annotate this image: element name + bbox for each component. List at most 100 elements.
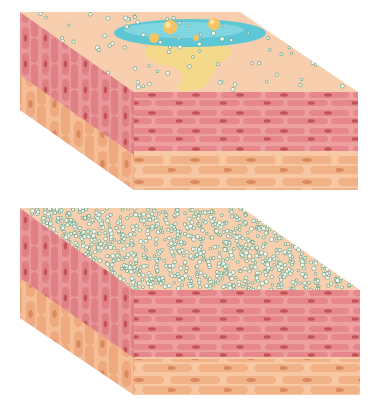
particle [247,281,250,284]
particle [141,278,144,281]
particle [209,257,212,260]
particle [263,252,267,256]
particle [235,276,237,278]
particle [45,16,48,19]
particle [139,270,142,273]
particle [257,227,260,230]
particle [121,208,124,211]
particle [295,279,298,282]
particle [268,48,271,51]
particle [232,231,235,234]
particle [275,73,278,76]
particle [222,262,226,266]
particle [120,267,123,270]
particle [253,265,257,269]
particle [192,257,195,260]
particle [280,53,283,56]
particle [122,258,125,261]
particle [201,211,203,213]
particle [161,231,164,234]
particle [89,13,92,16]
particle [299,255,302,258]
particle [143,223,146,226]
particle [190,221,194,225]
particle [141,273,145,277]
particle [191,247,195,251]
particle [99,227,102,230]
particle [300,252,303,255]
particle [156,70,159,73]
particle [222,285,226,289]
particle [111,271,114,274]
particle [155,259,158,262]
particle [101,220,103,222]
particle [153,255,156,258]
particle [297,269,300,272]
particle [257,286,261,290]
particle [147,236,151,240]
particle [183,223,186,226]
particle [304,257,307,260]
particle [89,252,92,255]
particle [159,250,162,253]
particle [169,242,173,246]
particle [87,235,91,239]
particle [129,270,133,274]
particle [266,257,269,260]
particle [226,235,230,239]
tissue-block-top [20,12,358,190]
particle [168,237,171,240]
particle [247,231,250,234]
particle [78,231,81,234]
particle [173,255,176,258]
particle [30,209,34,213]
particle [192,215,195,218]
particle [222,231,225,234]
particle [260,251,264,255]
particle [47,212,51,216]
particle [174,222,177,225]
particle [165,219,168,222]
particle [56,217,59,220]
particle [159,41,162,44]
particle [149,274,152,277]
particle [69,219,72,222]
particle [219,234,221,236]
particle [255,254,259,258]
particle [93,250,97,254]
particle [123,237,126,240]
particle [116,254,119,257]
particle [273,231,276,234]
particle [273,258,276,261]
particle [209,247,212,250]
particle [239,270,242,273]
particle [58,211,61,214]
particle [252,282,254,284]
particle [221,278,224,281]
particle [291,280,295,284]
particle [241,237,244,240]
particle [48,207,52,211]
particle [268,228,271,231]
particle [192,237,196,241]
particle [207,263,210,266]
particle [239,207,242,210]
particle [203,274,206,277]
particle [190,280,193,283]
particle [98,240,101,243]
particle [150,277,153,280]
particle [176,230,179,233]
particle [255,246,258,249]
particle [251,241,254,244]
particle [244,214,247,217]
particle [164,211,166,213]
particle [109,213,112,216]
particle [221,24,223,26]
particle [59,207,61,209]
particle [265,263,269,267]
particle [224,240,228,244]
particle [111,42,115,46]
particle [183,261,187,265]
particle [181,284,184,287]
particle [232,284,235,287]
